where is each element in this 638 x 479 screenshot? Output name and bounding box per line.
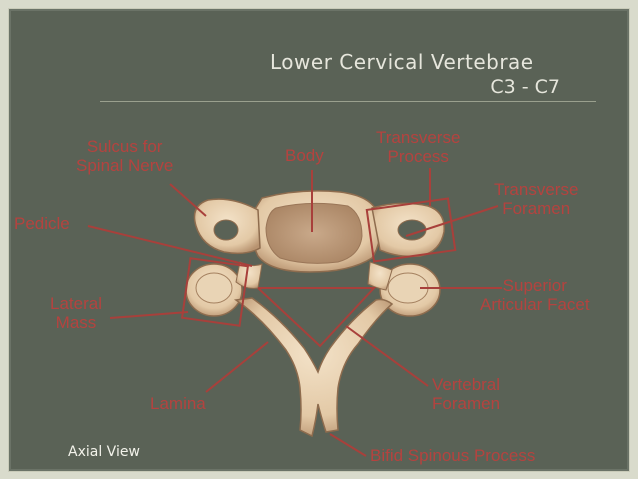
title-divider: [100, 101, 596, 102]
leader-lateral-mass: [109, 311, 189, 319]
leader-vertebral-foramen: [345, 325, 429, 387]
vertebral-foramen-outline: [257, 287, 377, 348]
leader-transverse-foramen: [405, 205, 499, 237]
label-sulcus-for-spinal-nerve: Sulcus for Spinal Nerve: [76, 137, 174, 175]
laminae-and-spinous-process: [233, 297, 394, 438]
label-vertebral-foramen: Vertebral Foramen: [432, 375, 501, 413]
leader-sulcus: [169, 183, 207, 217]
label-superior-articular-facet: Superior Articular Facet: [480, 276, 590, 314]
leader-lamina: [205, 341, 269, 393]
view-label: Axial View: [68, 444, 140, 460]
slide-title: Lower Cervical Vertebrae: [270, 50, 534, 74]
left-articular-facet: [195, 272, 233, 304]
label-bifid-spinous-process: Bifid Spinous Process: [370, 446, 536, 465]
left-transverse-foramen: [213, 219, 239, 241]
leader-spinous-process: [329, 433, 367, 457]
right-pedicle: [367, 261, 393, 291]
leader-pedicle: [87, 225, 253, 267]
label-pedicle: Pedicle: [14, 214, 70, 233]
label-lateral-mass: Lateral Mass: [50, 294, 102, 332]
body-marrow: [265, 202, 363, 264]
lateral-mass-box: [180, 257, 250, 327]
label-lamina: Lamina: [150, 394, 206, 413]
label-transverse-foramen: Transverse Foramen: [494, 180, 579, 218]
label-body: Body: [285, 146, 324, 165]
label-transverse-process: Transverse Process: [376, 128, 461, 166]
transverse-process-box: [365, 197, 457, 263]
slide-subtitle: C3 - C7: [490, 76, 560, 98]
